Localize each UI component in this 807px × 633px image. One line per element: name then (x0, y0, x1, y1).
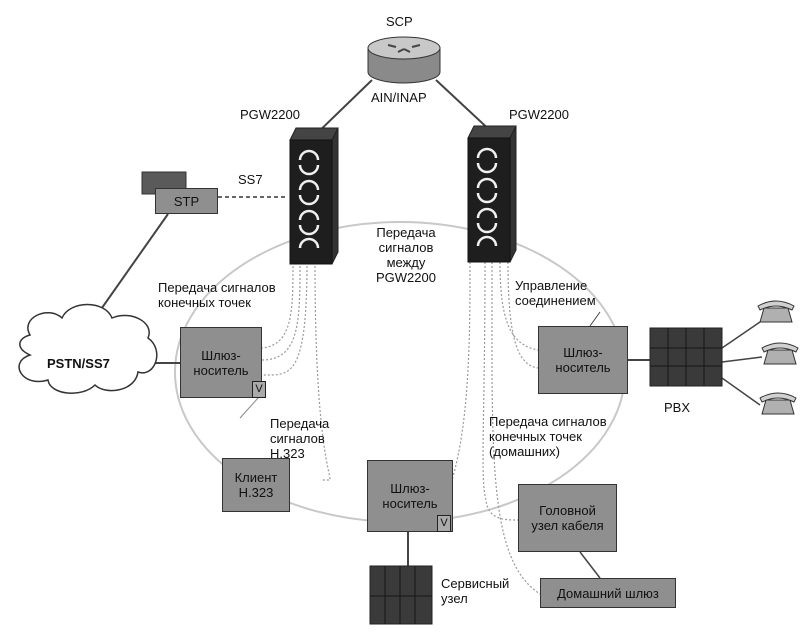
link-headend-home (579, 551, 601, 579)
annotation-h323-signal: Передача сигналов H.323 (270, 416, 330, 461)
telephone-icon (761, 342, 799, 365)
signal-path-1 (261, 261, 294, 349)
home-gateway-node: Домашний шлюз (540, 578, 676, 608)
annotation-endpoint-home: Передача сигналов конечных точек (домашн… (489, 414, 607, 459)
telephone-icon (757, 300, 795, 323)
annotation-endpoint-left: Передача сигналов конечных точек (158, 280, 276, 310)
gateway-right: Шлюз- носитель (538, 326, 628, 394)
signal-path-9 (491, 261, 541, 595)
headend-node: Головной узел кабеля (518, 484, 617, 552)
pbx-device (649, 327, 723, 387)
signal-path-8 (482, 261, 519, 521)
signal-path-4 (314, 261, 331, 481)
pgw-right-tower (467, 125, 517, 263)
gateway-left: Шлюз- носитель (180, 327, 262, 398)
telephone-icon (759, 392, 797, 415)
signal-path-7 (507, 261, 539, 369)
router-icon (367, 36, 441, 84)
link-conn-label (589, 311, 601, 327)
annotation-connection-control: Управление соединением (515, 278, 596, 308)
scp-label: SCP (386, 14, 413, 29)
signal-path-2 (261, 261, 301, 361)
gateway-bottom: Шлюз- носитель (367, 460, 453, 532)
pgw-left-label: PGW2200 (240, 107, 300, 122)
pbx-label: PBX (664, 400, 691, 415)
signal-path-6 (499, 261, 539, 351)
link-pbx-phone-1 (721, 321, 761, 349)
pgw-right-label: PGW2200 (509, 107, 569, 122)
link-pbx-phone-3 (721, 377, 761, 406)
link-pbx-phone-2 (721, 356, 763, 363)
cloud-icon (18, 303, 158, 394)
pgw-left-tower (289, 127, 339, 265)
annotation-between-pgw: Передача сигналов между PGW2200 (376, 225, 436, 285)
v-mark-left: V (252, 381, 266, 398)
ss7-label: SS7 (238, 172, 263, 187)
ain-inap-label: AIN/INAP (371, 90, 427, 105)
stp-node: STP (155, 188, 218, 214)
client-h323-node: Клиент H.323 (222, 458, 290, 512)
pstn-label: PSTN/SS7 (47, 356, 110, 371)
service-node-label: Сервисный узел (441, 576, 510, 606)
signal-path-5 (451, 261, 471, 481)
link-v-mark (239, 397, 259, 419)
service-node-device (369, 565, 433, 625)
v-mark-bottom: V (437, 515, 451, 532)
